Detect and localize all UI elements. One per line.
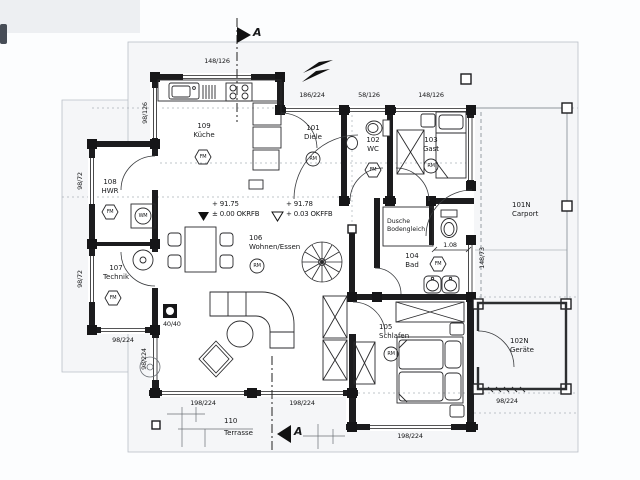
- dim-schlafen-south: 198/224: [397, 432, 423, 440]
- washer-label: WM: [138, 213, 148, 219]
- badge-wohnen: RM: [253, 263, 261, 269]
- rug-diamond: [198, 340, 234, 378]
- badge-hwr: FM: [106, 209, 114, 215]
- badge-technik: FM: [109, 295, 117, 301]
- elevation-value-1: + 91.75: [212, 200, 239, 208]
- living-wardrobes: [322, 295, 348, 381]
- bedroom-furniture: [353, 301, 465, 418]
- wall-posts: [87, 72, 476, 432]
- badge-schlafen: RM: [387, 351, 395, 357]
- sofa: [209, 291, 295, 349]
- terrace-detail-lines: [167, 407, 345, 449]
- coffee-table: [226, 320, 254, 348]
- section-line: [236, 18, 291, 450]
- kitchen-fixtures: [157, 79, 282, 171]
- dim-gast-north: 148/126: [418, 91, 444, 99]
- room-badges: [101, 149, 447, 362]
- scan-artifact-dark: [0, 24, 7, 44]
- dim-annex-south: 98/224: [112, 336, 134, 344]
- elevation-ref-2: + 0.03 OKFFB: [286, 210, 333, 218]
- hall-sideboard: [248, 179, 264, 190]
- dim-geraete-south: 98/224: [496, 397, 518, 405]
- dim-kitchen-west: 98/126: [141, 102, 149, 124]
- badge-diele: RM: [309, 156, 317, 162]
- interior-dimension-line: [431, 246, 472, 253]
- badge-bad: FM: [434, 261, 442, 267]
- free-post-40: [163, 304, 177, 318]
- hwr-washer: [130, 203, 156, 229]
- wc-fixtures: [346, 119, 391, 150]
- dim-wc-north: 58/126: [358, 91, 380, 99]
- technik-boiler: [132, 249, 154, 271]
- dining-set: [167, 226, 234, 273]
- dim-hwr-west: 98/72: [76, 172, 84, 190]
- badge-kueche: FM: [199, 154, 207, 160]
- elevation-value-2: + 91.78: [286, 200, 313, 208]
- dim-kitchen-north: 148/126: [204, 57, 230, 65]
- door-swings: [120, 112, 515, 368]
- spiral-stair: [301, 241, 343, 283]
- badge-gast: RM: [427, 163, 435, 169]
- bath-fixtures: [382, 206, 460, 294]
- dim-bad-east: 148/73: [478, 247, 486, 269]
- section-letter-bottom: A: [294, 425, 303, 438]
- guest-room-furniture: [396, 111, 467, 179]
- elevation-ref-1: ± 0.00 OKRFB: [212, 210, 260, 218]
- dim-bath-width: 1.08: [443, 241, 457, 249]
- scan-artifact-light: [0, 0, 140, 33]
- dim-diele-north: 186/224: [299, 91, 325, 99]
- dim-living-south-1: 198/224: [190, 399, 216, 407]
- dim-post: 40/40: [163, 320, 181, 328]
- north-arrow-icon: [302, 60, 333, 82]
- geraete-room: [476, 301, 568, 393]
- section-letter-top: A: [253, 26, 262, 39]
- terrace-plant: [139, 356, 161, 378]
- elevation-markers: [198, 211, 284, 222]
- dim-technik-west: 98/72: [76, 270, 84, 288]
- dim-living-south-2: 198/224: [289, 399, 315, 407]
- dim-living-west: 98/224: [140, 348, 148, 370]
- badge-wc: FM: [369, 167, 377, 173]
